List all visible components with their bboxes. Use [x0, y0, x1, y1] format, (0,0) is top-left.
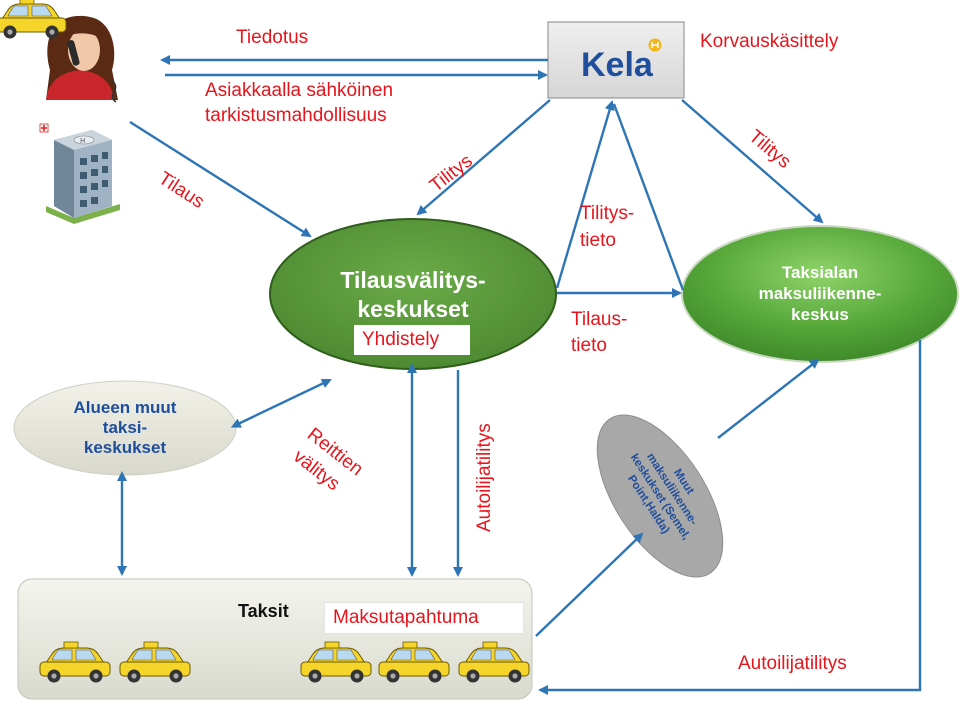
arrow-taksit-muut	[535, 532, 644, 637]
label-asiakas-2: tarkistusmahdollisuus	[205, 105, 387, 126]
maksutapahtuma-tag: Maksutapahtuma	[324, 602, 524, 634]
muut-ellipse	[596, 414, 724, 578]
kela-mark-glyph	[651, 42, 659, 48]
tilausvalitys-title: Tilausvälitys- keskukset	[283, 266, 543, 324]
label-tilitystieto-1: Tilitys-	[580, 203, 635, 224]
arrow-muut-taksiala	[717, 358, 820, 439]
tilausvalitys-line-2: keskukset	[357, 296, 469, 322]
yhdistely-tag: Yhdistely	[354, 325, 470, 355]
taksiala-ellipse	[681, 225, 959, 363]
alueen-title: Alueen muut taksi- keskukset	[30, 398, 220, 458]
alueen-line-1: Alueen muut	[73, 398, 177, 417]
arrow-tilitys-right	[681, 99, 824, 224]
taxi-icon	[0, 0, 67, 39]
taksiala-line-1: Taksialan	[781, 263, 859, 282]
tilausvalitys-line-1: Tilausvälitys-	[340, 267, 486, 293]
arrows	[117, 55, 922, 695]
arrow-reittien	[230, 378, 332, 428]
arrow-tilitystieto-right	[612, 103, 685, 291]
hospital-icon: H	[39, 123, 120, 224]
label-tilaustieto-2: tieto	[571, 335, 607, 356]
taksiala-line-2: maksuliikenne-	[758, 284, 882, 303]
label-autoilija-bottom: Autoilijatilitys	[738, 653, 847, 674]
customer-phone-icon	[46, 15, 118, 103]
arrow-tilitys-left	[416, 99, 551, 216]
label-korvaus: Korvauskäsittely	[700, 31, 839, 52]
taksiala-title: Taksialan maksuliikenne- keskus	[700, 262, 940, 325]
svg-text:H: H	[80, 137, 85, 145]
alueen-line-2: taksi-	[102, 418, 148, 437]
kela-box	[547, 21, 685, 99]
arrow-autoilija-bottom	[538, 340, 922, 695]
label-asiakas-1: Asiakkaalla sähköinen	[205, 80, 394, 101]
kela-logo: Kela	[581, 46, 654, 84]
arrow-tilaus	[129, 120, 312, 238]
taksiala-line-3: keskus	[791, 305, 849, 324]
label-autoilija-vertical: Autoilijatilitys	[474, 423, 495, 532]
label-tilitystieto-2: tieto	[580, 230, 616, 251]
alueen-line-3: keskukset	[83, 438, 167, 457]
label-tilaustieto-1: Tilaus-	[571, 309, 628, 330]
label-tiedotus: Tiedotus	[236, 27, 309, 48]
taksit-title: Taksit	[238, 601, 289, 621]
arrow-tilitystieto-left	[555, 100, 615, 289]
